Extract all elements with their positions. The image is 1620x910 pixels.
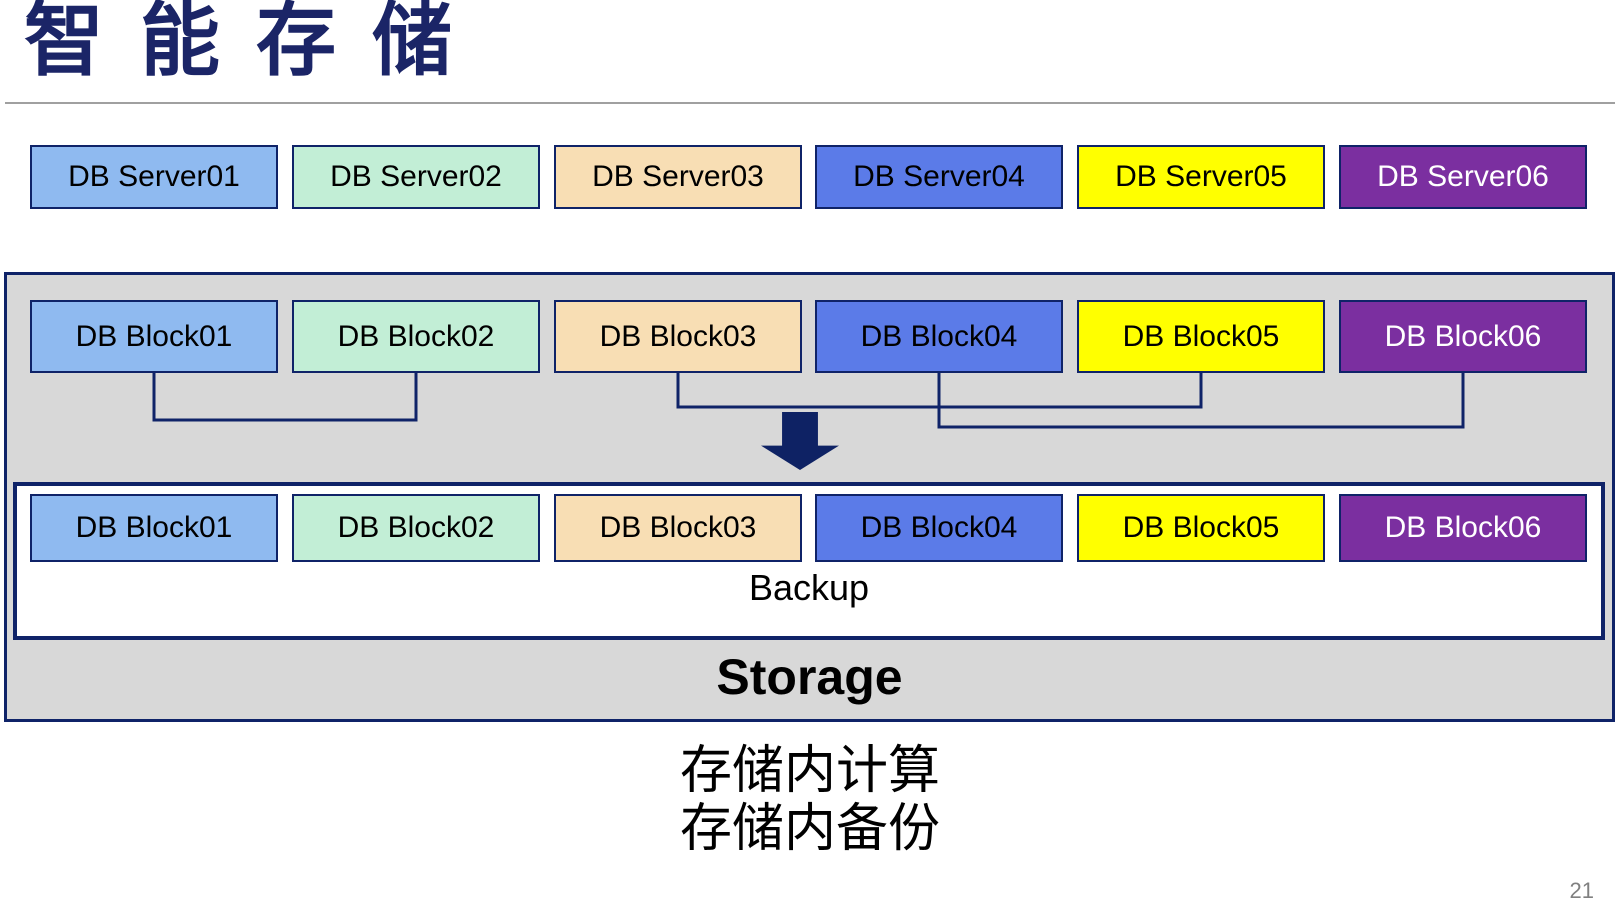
upper-db-block-box-5: DB Block05 bbox=[1077, 300, 1325, 373]
lower-db-block-box-2: DB Block02 bbox=[292, 494, 540, 562]
lower-db-block-box-5: DB Block05 bbox=[1077, 494, 1325, 562]
upper-db-block-box-1: DB Block01 bbox=[30, 300, 278, 373]
upper-db-block-box-6: DB Block06 bbox=[1339, 300, 1587, 373]
title-divider bbox=[5, 102, 1615, 104]
upper-db-block-box-4: DB Block04 bbox=[815, 300, 1063, 373]
upper-db-block-box-3: DB Block03 bbox=[554, 300, 802, 373]
db-server-box-1: DB Server01 bbox=[30, 145, 278, 209]
storage-label: Storage bbox=[716, 649, 903, 705]
db-server-box-6: DB Server06 bbox=[1339, 145, 1587, 209]
db-server-box-2: DB Server02 bbox=[292, 145, 540, 209]
lower-db-block-box-4: DB Block04 bbox=[815, 494, 1063, 562]
backup-label: Backup bbox=[748, 567, 870, 608]
lower-db-block-box-6: DB Block06 bbox=[1339, 494, 1587, 562]
db-server-box-5: DB Server05 bbox=[1077, 145, 1325, 209]
lower-db-block-box-1: DB Block01 bbox=[30, 494, 278, 562]
upper-db-block-box-2: DB Block02 bbox=[292, 300, 540, 373]
page-number: 21 bbox=[1569, 878, 1594, 903]
db-server-box-4: DB Server04 bbox=[815, 145, 1063, 209]
db-server-box-3: DB Server03 bbox=[554, 145, 802, 209]
caption-block: 存储内计算 存储内备份 bbox=[0, 742, 1620, 858]
caption-line-1: 存储内计算 bbox=[679, 742, 940, 800]
slide-title: 智能存储 bbox=[24, 0, 488, 85]
caption-line-2: 存储内备份 bbox=[679, 800, 940, 858]
lower-db-block-box-3: DB Block03 bbox=[554, 494, 802, 562]
